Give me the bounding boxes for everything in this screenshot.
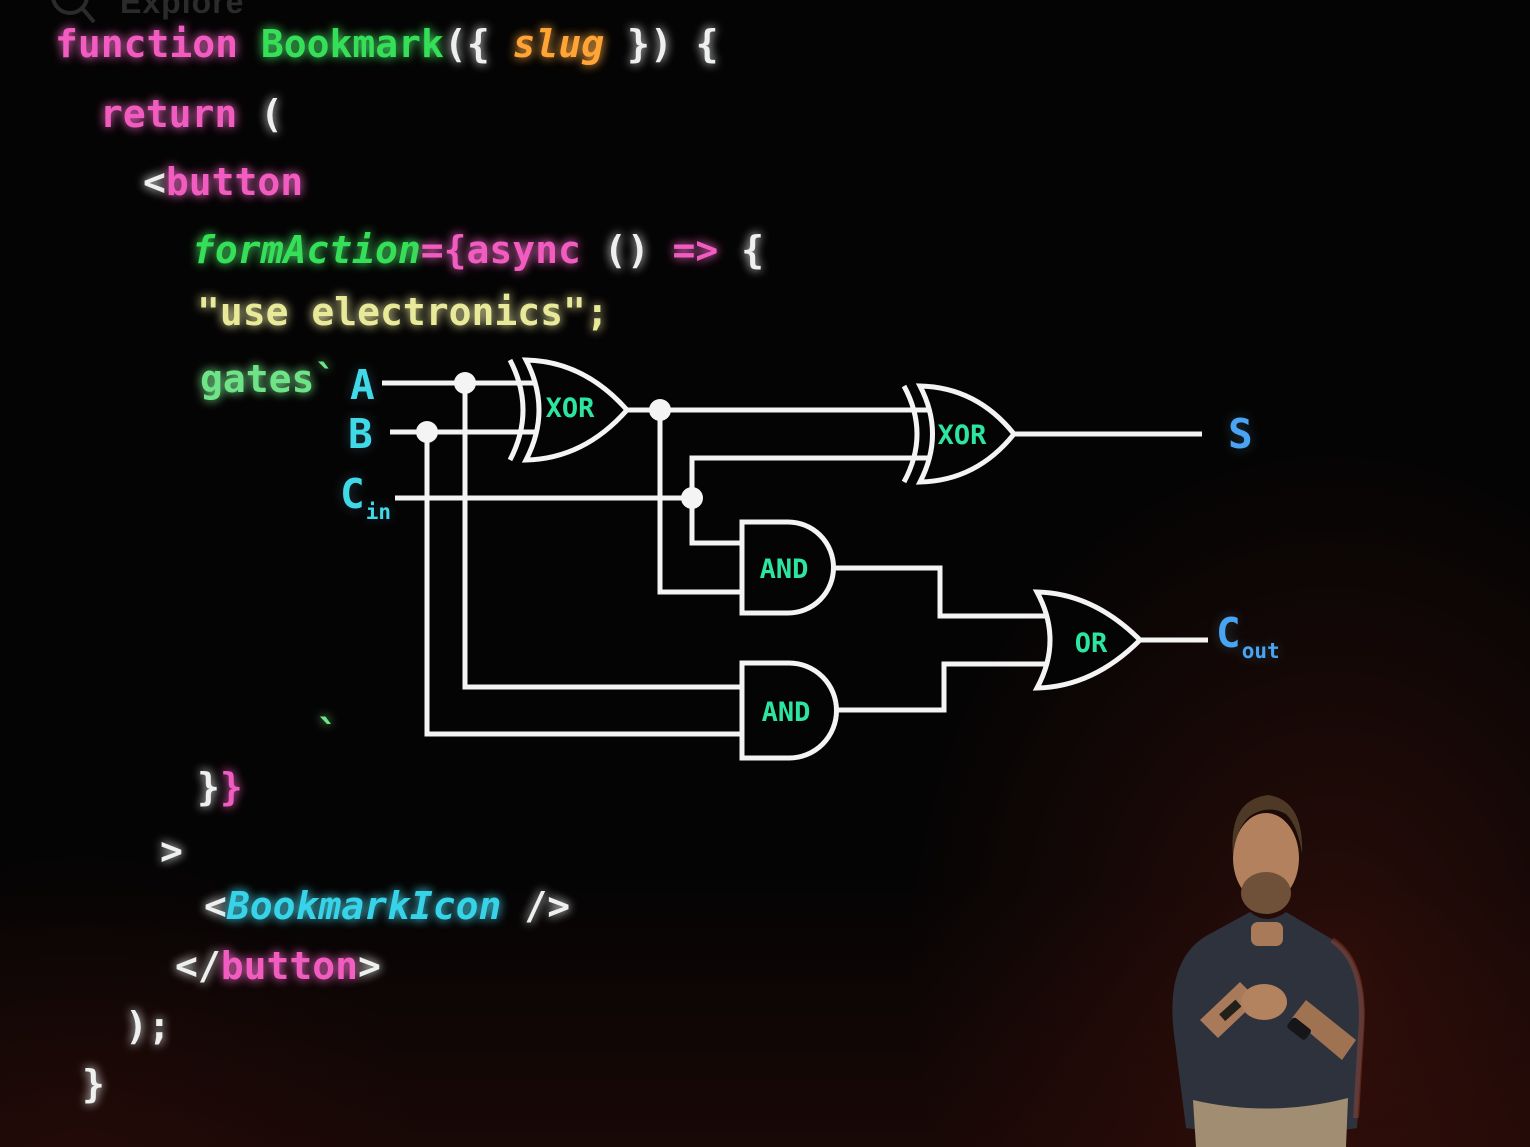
- code-line-form-action: formAction={async () => {: [192, 228, 764, 272]
- code-token: slug: [512, 22, 605, 66]
- code-token: formAction: [192, 228, 421, 272]
- code-token: </: [175, 944, 221, 988]
- code-token: );: [125, 1004, 171, 1048]
- signal-text: B: [348, 410, 373, 458]
- code-token: (: [260, 92, 284, 136]
- code-line-close-braces: }}: [197, 765, 243, 809]
- code-closing-backtick: `: [316, 714, 340, 758]
- circuit-gates: [507, 357, 1144, 761]
- signal-label-cin: Cin: [340, 470, 391, 524]
- presenter-watch: [1287, 1017, 1311, 1040]
- junction-dot: [454, 372, 476, 394]
- code-token: return: [100, 92, 261, 136]
- signal-label-a: A: [350, 361, 375, 409]
- presenter-rim-light: [1330, 937, 1365, 1119]
- signal-label-b: B: [348, 410, 373, 458]
- wire-xor1-to-and1: [657, 410, 744, 595]
- gate-xor-1-body: [521, 357, 631, 463]
- gate-label-and-1: AND: [760, 554, 809, 585]
- presenter-neck: [1251, 922, 1283, 946]
- gate-xor-1-back-arc: [507, 358, 526, 462]
- circuit-gate-labels: XOR XOR AND AND OR: [546, 393, 1108, 728]
- code-token: button: [165, 160, 304, 204]
- code-token: >: [358, 944, 381, 988]
- junction-dot: [649, 399, 671, 421]
- gate-xor-2-body: [915, 383, 1018, 485]
- wire-b-to-and2: [424, 432, 744, 737]
- code-token: }: [82, 1062, 105, 1106]
- presenter-beard: [1241, 872, 1291, 914]
- search-icon[interactable]: [40, 0, 110, 30]
- signal-label-cout: Cout: [1216, 609, 1280, 663]
- presenter-bracelet: [1219, 999, 1242, 1022]
- code-token: <: [204, 884, 227, 928]
- junction-dot: [416, 421, 438, 443]
- code-token: (): [580, 228, 673, 272]
- gate-xor-2-back-arc: [901, 384, 920, 484]
- wire-a-to-and2: [462, 383, 744, 690]
- code-token: }: [197, 765, 220, 809]
- code-line-function-signature: function Bookmark({ slug }) {: [55, 22, 719, 66]
- code-token: "use electronics";: [197, 290, 609, 334]
- stage-glow-left: [0, 847, 420, 1147]
- code-line-return: return (: [100, 92, 284, 136]
- code-line-gates-template: gates`: [200, 357, 338, 401]
- code-token: />: [501, 884, 571, 928]
- code-token: ({: [443, 22, 513, 66]
- code-token: `: [316, 713, 341, 759]
- code-token: button: [220, 944, 359, 988]
- code-line-brace-close: }: [82, 1062, 105, 1106]
- code-token: function: [55, 22, 261, 66]
- signal-text: C: [340, 470, 365, 518]
- code-line-use-electronics: "use electronics";: [197, 290, 609, 334]
- code-token: {: [718, 228, 764, 272]
- code-line-paren-close: );: [125, 1004, 171, 1048]
- code-token: >: [160, 829, 183, 873]
- code-line-bookmark-icon: <BookmarkIcon />: [204, 884, 571, 928]
- code-token: Bookmark: [260, 22, 444, 66]
- code-token: }: [219, 765, 243, 809]
- code-token: =>: [672, 228, 719, 272]
- presenter-shirt: [1172, 912, 1364, 1136]
- gate-label-and-2: AND: [762, 697, 811, 728]
- presenter-forearm-right: [1292, 1000, 1356, 1060]
- code-token: gates`: [200, 357, 338, 401]
- presenter: [1172, 795, 1365, 1147]
- presenter-hands: [1241, 984, 1287, 1020]
- presenter-hair: [1232, 795, 1303, 856]
- nav-explore-label[interactable]: Explore: [120, 0, 245, 20]
- code-token: ={async: [420, 228, 581, 272]
- top-nav: Explore: [0, 0, 1530, 26]
- gate-label-xor-2: XOR: [938, 420, 988, 451]
- wire-and2-to-or: [836, 661, 1052, 713]
- code-token: BookmarkIcon: [226, 884, 502, 928]
- wire-and1-to-or: [834, 565, 1052, 619]
- circuit-junctions: [416, 372, 703, 509]
- signal-subscript: in: [365, 500, 391, 524]
- code-line-button-close: </button>: [175, 944, 381, 988]
- signal-text: A: [350, 361, 375, 409]
- code-token: <: [143, 160, 166, 204]
- gate-label-xor-1: XOR: [546, 393, 596, 424]
- code-line-button-open: <button: [143, 160, 304, 204]
- signal-text: C: [1216, 609, 1241, 657]
- gate-label-or-1: OR: [1075, 628, 1108, 659]
- wire-cin-to-and1: [689, 498, 744, 546]
- wire-cin-to-xor2: [689, 455, 934, 498]
- signal-label-s: S: [1228, 410, 1253, 458]
- gate-and-1-body: [739, 519, 836, 616]
- signal-text: S: [1228, 410, 1253, 458]
- signal-subscript: out: [1241, 639, 1280, 663]
- gate-or-1-body: [1032, 589, 1144, 691]
- code-line-close-angle: >: [160, 829, 183, 873]
- code-token: }) {: [604, 22, 719, 66]
- presenter-pants: [1193, 1098, 1348, 1147]
- gate-and-2-body: [739, 660, 839, 761]
- junction-dot: [681, 487, 703, 509]
